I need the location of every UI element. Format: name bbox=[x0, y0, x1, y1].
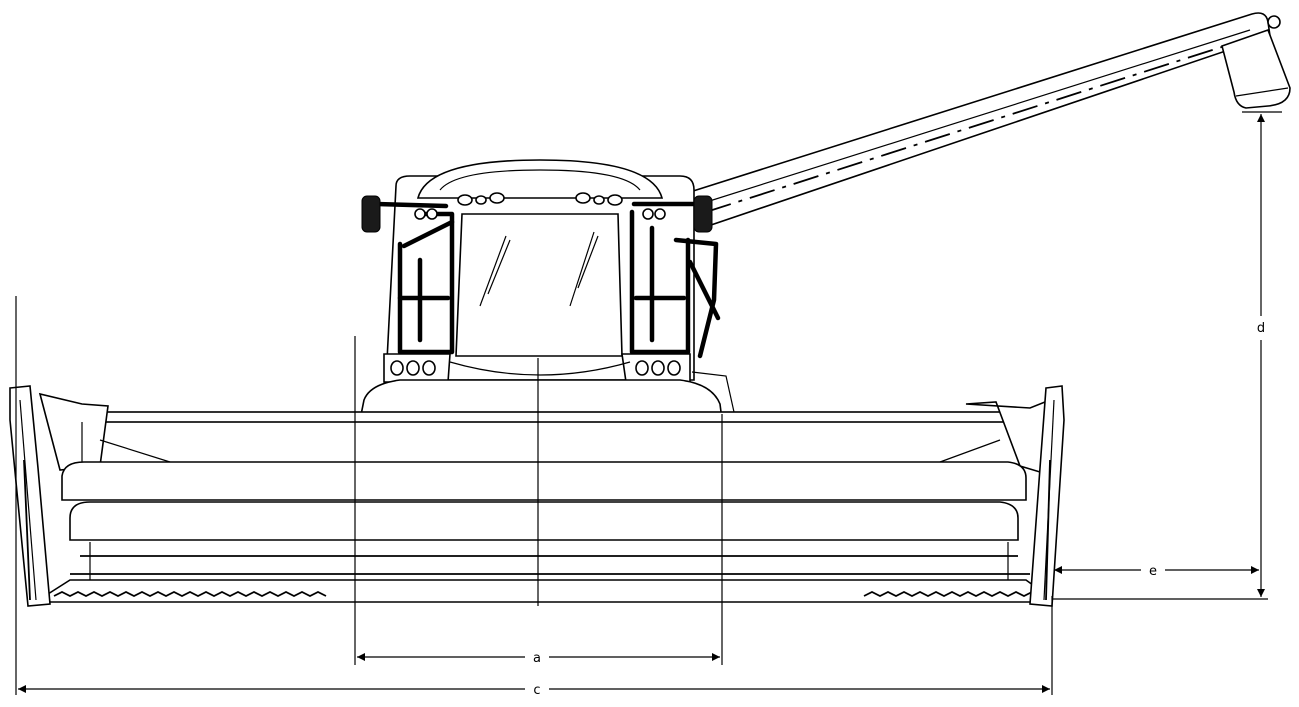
windshield bbox=[455, 213, 623, 357]
left-work-lights bbox=[383, 353, 451, 383]
unloading-auger bbox=[688, 12, 1291, 227]
reel-tube-upper bbox=[61, 461, 1027, 501]
cab-roof bbox=[416, 159, 664, 199]
right-mirror bbox=[631, 195, 713, 233]
front-hood bbox=[359, 379, 723, 421]
dimension-e: e bbox=[1054, 564, 1259, 579]
dimension-label-c: c bbox=[533, 683, 540, 698]
dimension-a: a bbox=[357, 651, 720, 666]
dimension-label-e: e bbox=[1149, 564, 1157, 579]
reel-tube-lower bbox=[69, 501, 1019, 541]
header bbox=[9, 385, 1065, 607]
cutter-bar bbox=[47, 579, 1050, 603]
dimension-c: c bbox=[18, 683, 1050, 698]
right-work-lights bbox=[621, 353, 691, 383]
cab bbox=[359, 159, 735, 421]
reel-bar bbox=[77, 411, 1023, 423]
left-end-panel bbox=[9, 385, 51, 607]
auger-spout bbox=[1221, 28, 1291, 109]
dimension-label-d: d bbox=[1257, 321, 1265, 336]
left-mirror bbox=[361, 195, 449, 233]
dimension-lines: a c d e bbox=[15, 111, 1282, 698]
dimension-label-a: a bbox=[533, 651, 541, 666]
dimension-d: d bbox=[1257, 114, 1265, 597]
